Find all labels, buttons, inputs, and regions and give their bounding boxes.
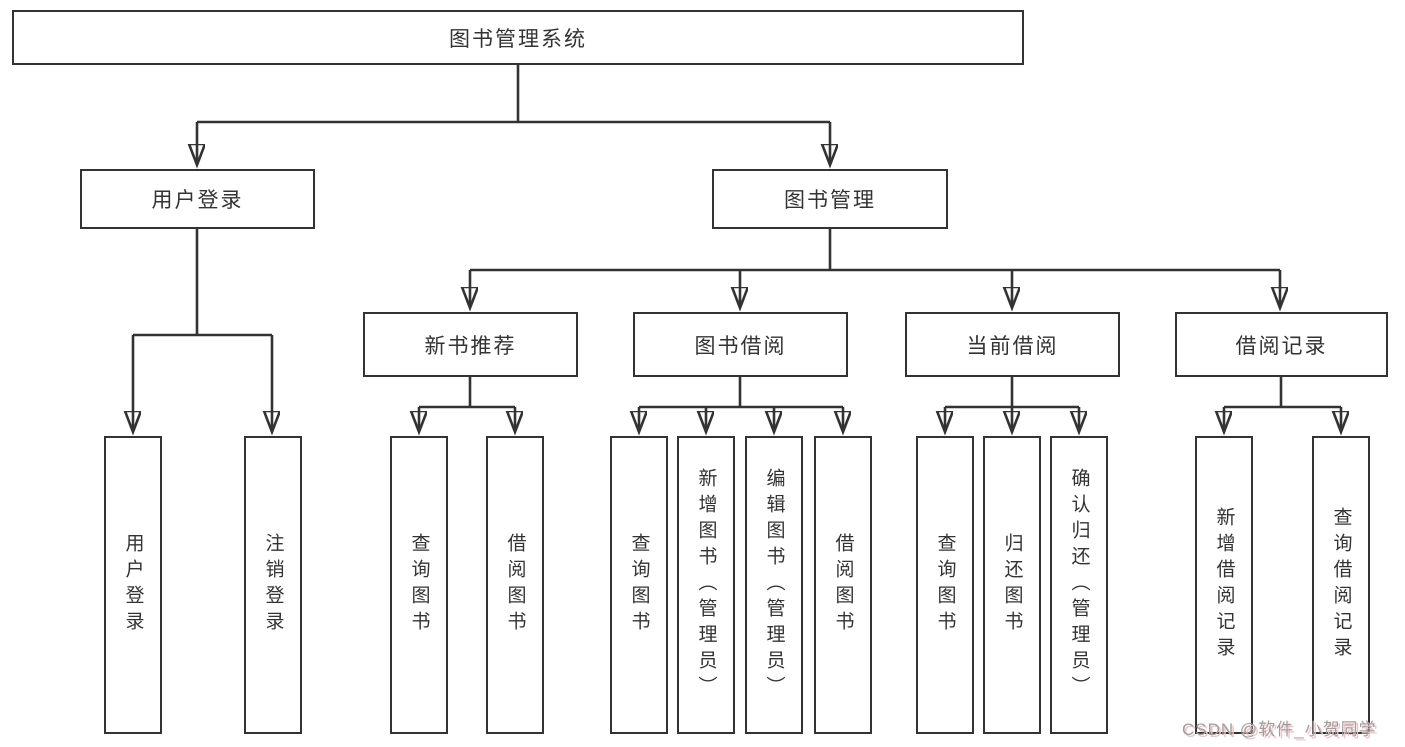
leaf-label: 查询图书 [408,533,430,637]
leaf-label: 注销登录 [262,533,284,637]
leaf-label: 查询图书 [934,533,956,637]
watermark: CSDN @软件_小贺同学 [1182,720,1377,739]
node-current-borrow: 当前借阅 [905,312,1120,377]
leaf-label: 归还图书 [1001,533,1023,637]
node-label: 图书管理系统 [449,27,587,51]
leaf-logout: 注销登录 [244,436,302,734]
node-library-management-system: 图书管理系统 [12,10,1024,65]
leaf-add-borrow-record: 新增借阅记录 [1195,436,1253,734]
leaf-query-books-recommend: 查询图书 [390,436,448,734]
leaf-label: 借阅图书 [504,533,526,637]
leaf-label: 借阅图书 [832,533,854,637]
leaf-label: 新增借阅记录 [1213,507,1235,663]
node-book-management: 图书管理 [712,169,948,229]
leaf-query-borrow-record: 查询借阅记录 [1312,436,1370,734]
leaf-user-login: 用户登录 [104,436,162,734]
node-user-login: 用户登录 [80,169,315,229]
leaf-label: 查询图书 [628,533,650,637]
leaf-label: 查询借阅记录 [1330,507,1352,663]
leaf-label: 确认归还（管理员） [1068,468,1090,702]
leaf-label: 新增图书（管理员） [695,468,717,702]
leaf-query-books-current: 查询图书 [916,436,974,734]
node-new-book-recommend: 新书推荐 [363,312,578,377]
node-label: 图书管理 [784,189,876,212]
node-borrow-records: 借阅记录 [1175,312,1388,377]
node-label: 用户登录 [151,189,244,212]
node-book-borrow: 图书借阅 [633,312,848,377]
leaf-borrow-books-recommend: 借阅图书 [486,436,544,734]
leaf-query-books-borrow: 查询图书 [610,436,668,734]
node-label: 新书推荐 [424,334,517,358]
node-label: 借阅记录 [1235,334,1328,358]
leaf-borrow-books: 借阅图书 [814,436,872,734]
node-label: 图书借阅 [694,334,787,358]
leaf-edit-book-admin: 编辑图书（管理员） [745,436,803,734]
leaf-confirm-return-admin: 确认归还（管理员） [1050,436,1108,734]
leaf-return-book: 归还图书 [983,436,1041,734]
node-label: 当前借阅 [966,334,1059,358]
leaf-label: 用户登录 [122,533,144,637]
leaf-label: 编辑图书（管理员） [763,468,785,702]
leaf-add-book-admin: 新增图书（管理员） [677,436,735,734]
